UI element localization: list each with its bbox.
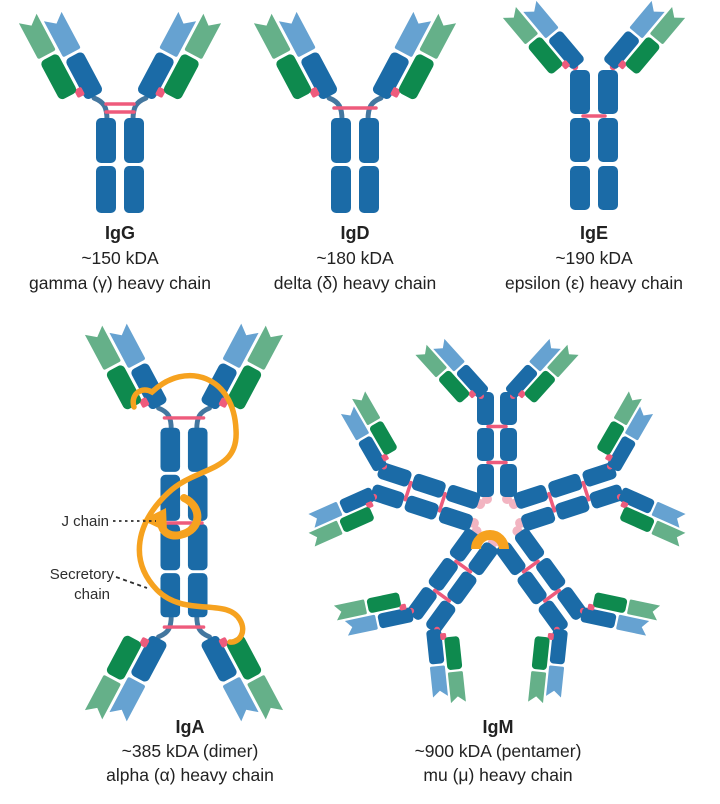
secretory-chain-path xyxy=(130,373,246,645)
secretory-chain-leader-line xyxy=(115,576,148,589)
ige-antibody xyxy=(503,0,685,210)
j-chain-arrowhead xyxy=(142,508,167,532)
igg-chain-label: gamma (γ) heavy chain xyxy=(29,273,211,293)
iga-antibody xyxy=(85,315,283,730)
igg-antibody xyxy=(19,3,221,213)
ige-chain-label: epsilon (ε) heavy chain xyxy=(505,273,683,293)
iga-monomer-bottom xyxy=(85,524,283,730)
igd-chain-label: delta (δ) heavy chain xyxy=(274,273,436,293)
iga-mass-label: ~385 kDA (dimer) xyxy=(122,741,259,761)
igm-monomer xyxy=(415,333,578,504)
igg-mass-label: ~150 kDA xyxy=(81,248,159,268)
igd-name-label: IgD xyxy=(341,223,370,243)
ige-mass-label: ~190 kDA xyxy=(555,248,633,268)
j-chain-label: J chain xyxy=(61,513,109,530)
igm-chain-label: mu (μ) heavy chain xyxy=(423,765,572,785)
iga-monomer-top xyxy=(85,315,283,521)
igd-antibody xyxy=(254,3,456,213)
secretory-chain-label-line2: chain xyxy=(74,586,110,603)
igg-name-label: IgG xyxy=(105,223,135,243)
igm-name-label: IgM xyxy=(483,717,514,737)
igm-antibody xyxy=(294,333,700,719)
secretory-chain-label-line1: Secretory xyxy=(50,566,115,583)
igd-mass-label: ~180 kDA xyxy=(316,248,394,268)
ige-name-label: IgE xyxy=(580,223,608,243)
iga-chain-label: alpha (α) heavy chain xyxy=(106,765,274,785)
igm-mass-label: ~900 kDA (pentamer) xyxy=(415,741,582,761)
iga-name-label: IgA xyxy=(176,717,205,737)
j-chain-arrow-curve xyxy=(158,494,202,540)
igm-j-chain-arch xyxy=(471,530,509,550)
